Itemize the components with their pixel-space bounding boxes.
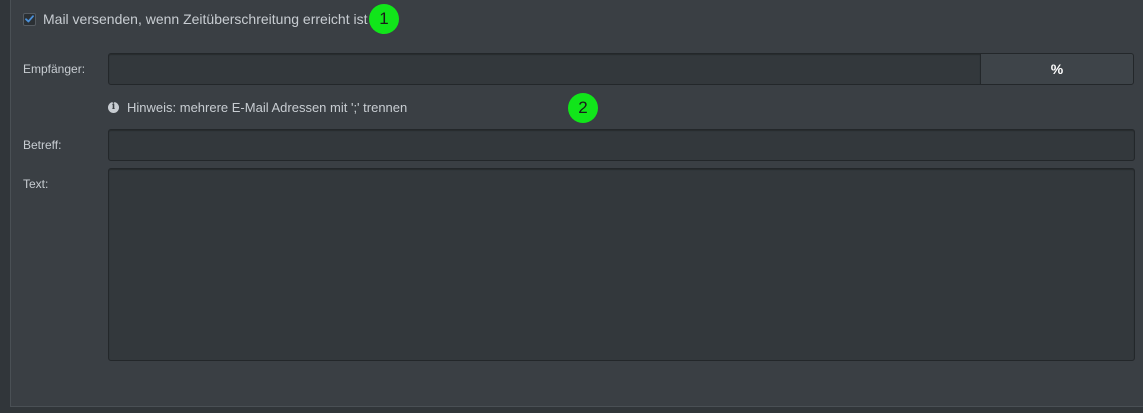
annotation-marker-2: 2 [568,93,598,123]
recipient-input[interactable] [108,53,981,85]
annotation-marker-1: 1 [369,4,399,34]
recipient-hint: i Hinweis: mehrere E-Mail Adressen mit '… [108,98,407,116]
body-label: Text: [23,177,49,191]
subject-input[interactable] [108,129,1135,161]
checkmark-icon [25,15,34,23]
placeholder-button[interactable]: % [980,53,1134,85]
send-mail-checkbox-label[interactable]: Mail versenden, wenn Zeitüberschreitung … [43,11,368,27]
send-mail-option[interactable]: Mail versenden, wenn Zeitüberschreitung … [23,10,368,28]
subject-label: Betreff: [23,138,62,152]
recipient-hint-text: Hinweis: mehrere E-Mail Adressen mit ';'… [127,99,408,115]
send-mail-checkbox[interactable] [23,12,36,26]
info-icon: i [108,101,119,113]
recipient-label: Empfänger: [23,62,86,76]
body-textarea[interactable] [108,168,1135,361]
